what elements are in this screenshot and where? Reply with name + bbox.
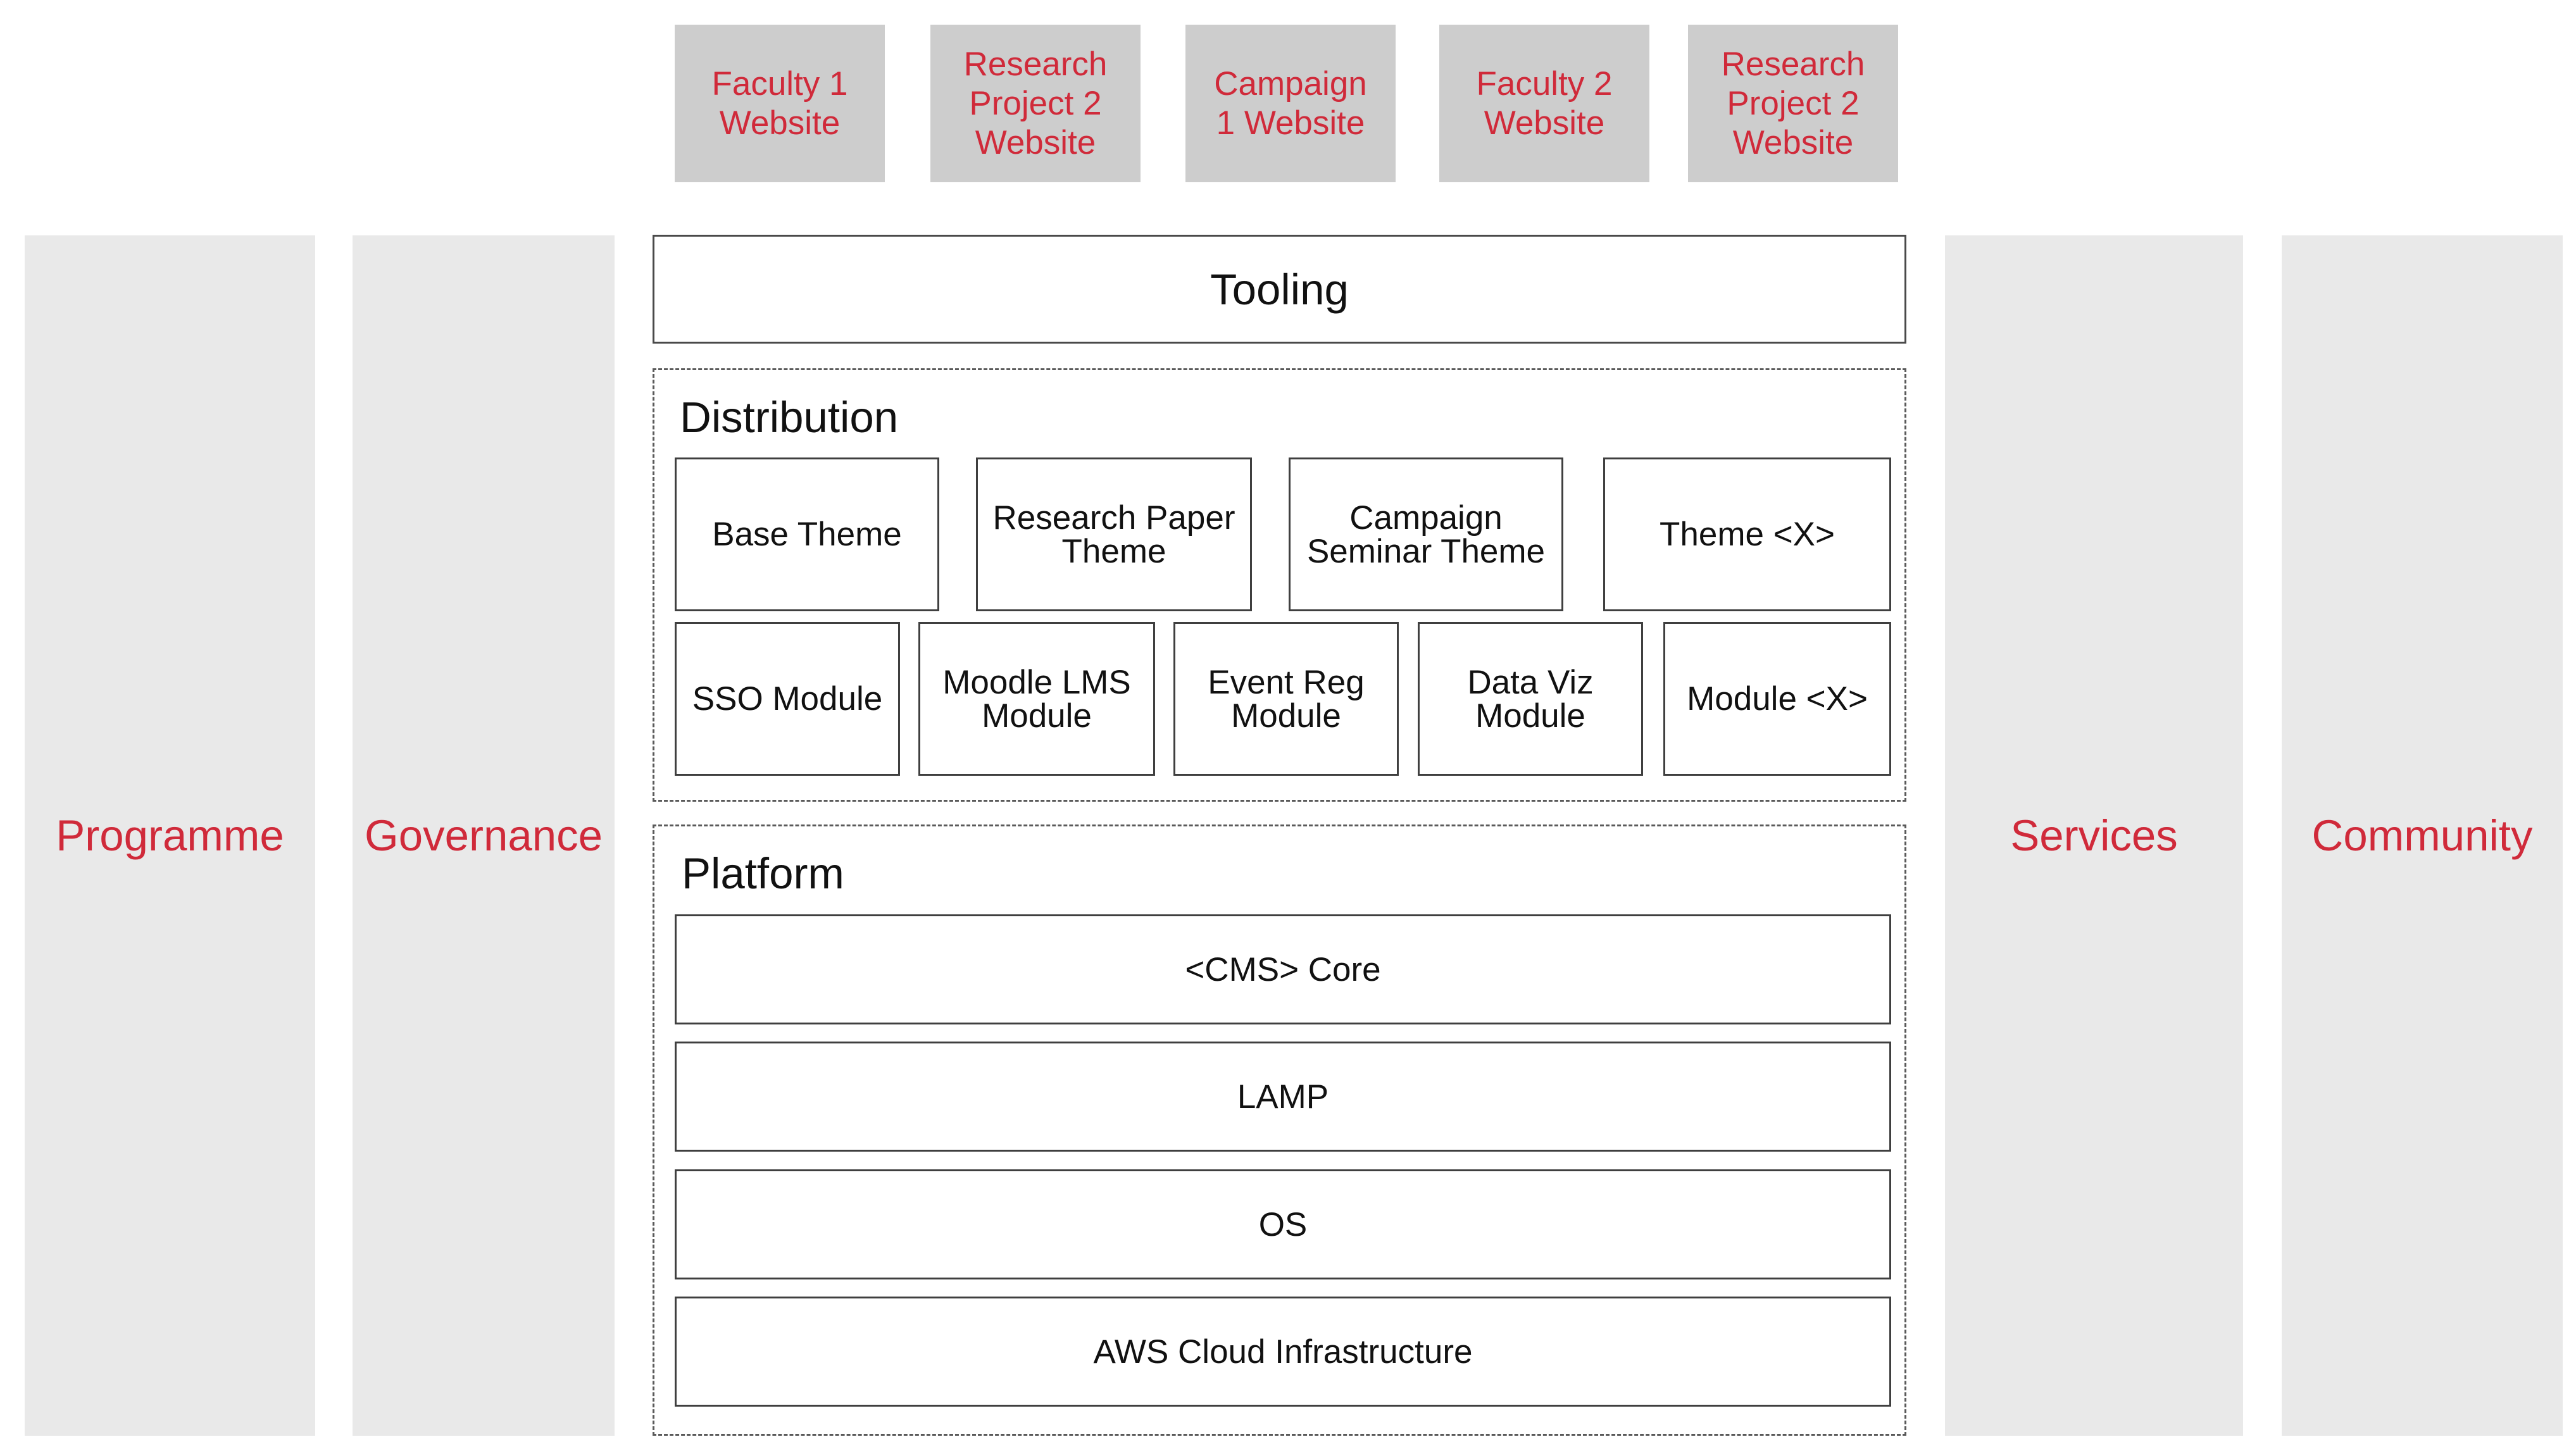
theme-box-x: Theme <X>: [1603, 457, 1891, 611]
website-tile-faculty-2: Faculty 2 Website: [1439, 25, 1649, 182]
theme-box-base: Base Theme: [675, 457, 939, 611]
module-label: SSO Module: [692, 680, 883, 718]
layer-label: <CMS> Core: [1185, 950, 1381, 988]
layer-label: OS: [1258, 1205, 1308, 1243]
module-label: Module <X>: [1687, 680, 1868, 718]
platform-title: Platform: [682, 849, 844, 898]
website-tile-faculty-1: Faculty 1 Website: [675, 25, 885, 182]
module-box-data-viz: Data Viz Module: [1418, 622, 1643, 776]
website-tile-label: Research Project 2 Website: [1721, 45, 1865, 161]
distribution-title: Distribution: [680, 393, 899, 442]
theme-box-research-paper: Research Paper Theme: [976, 457, 1252, 611]
pillar-community: Community: [2282, 235, 2563, 1436]
website-tile-label: Faculty 1 Website: [711, 65, 848, 142]
theme-label: Base Theme: [712, 516, 902, 553]
module-label: Event Reg Module: [1208, 663, 1365, 735]
theme-box-campaign-seminar: Campaign Seminar Theme: [1289, 457, 1563, 611]
layer-os: OS: [675, 1169, 1891, 1279]
tooling-label: Tooling: [1210, 264, 1349, 314]
module-label: Data Viz Module: [1467, 663, 1594, 735]
pillar-programme: Programme: [25, 235, 315, 1436]
layer-aws-cloud-infrastructure: AWS Cloud Infrastructure: [675, 1297, 1891, 1407]
pillar-label: Services: [2010, 811, 2178, 860]
layer-lamp: LAMP: [675, 1042, 1891, 1152]
module-box-moodle-lms: Moodle LMS Module: [918, 622, 1155, 776]
website-tile-campaign-1: Campaign 1 Website: [1185, 25, 1396, 182]
layer-label: AWS Cloud Infrastructure: [1093, 1333, 1473, 1371]
module-box-x: Module <X>: [1663, 622, 1891, 776]
theme-label: Theme <X>: [1660, 516, 1835, 553]
pillar-label: Community: [2311, 811, 2533, 860]
website-tile-label: Research Project 2 Website: [963, 45, 1108, 161]
pillar-services: Services: [1945, 235, 2243, 1436]
theme-label: Campaign Seminar Theme: [1306, 499, 1546, 570]
website-tile-label: Campaign 1 Website: [1214, 65, 1367, 142]
website-tile-label: Faculty 2 Website: [1476, 65, 1613, 142]
layer-cms-core: <CMS> Core: [675, 914, 1891, 1024]
layer-label: LAMP: [1237, 1078, 1329, 1116]
website-tile-research-project-2-a: Research Project 2 Website: [930, 25, 1141, 182]
module-label: Moodle LMS Module: [942, 663, 1131, 735]
pillar-label: Governance: [365, 811, 603, 860]
module-box-sso: SSO Module: [675, 622, 900, 776]
theme-label: Research Paper Theme: [992, 499, 1235, 570]
pillar-label: Programme: [56, 811, 284, 860]
tooling-bar: Tooling: [653, 235, 1906, 344]
website-tile-research-project-2-b: Research Project 2 Website: [1688, 25, 1898, 182]
module-box-event-reg: Event Reg Module: [1173, 622, 1399, 776]
pillar-governance: Governance: [353, 235, 615, 1436]
